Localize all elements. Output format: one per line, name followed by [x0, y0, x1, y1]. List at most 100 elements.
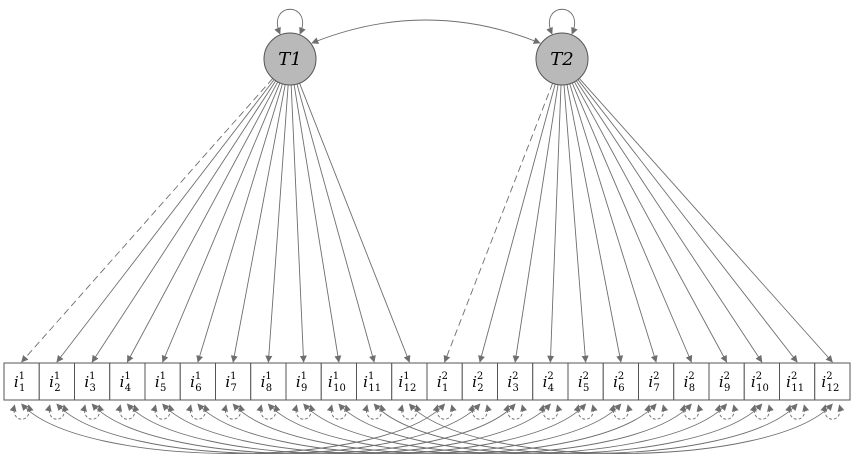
item-residual-variance [221, 404, 246, 420]
loading-path [566, 84, 624, 363]
loading-path [293, 84, 342, 363]
latent-t2: T2 [535, 9, 589, 86]
residual-covariance-arc [21, 403, 446, 454]
item-residual-variance [432, 404, 457, 420]
item-rect [532, 362, 569, 401]
loading-path [161, 82, 281, 363]
item-rect [814, 362, 851, 401]
item-residual-variance [44, 404, 69, 420]
loading-path [196, 83, 283, 363]
item-rect [602, 362, 639, 401]
loading-path [571, 82, 693, 363]
latent-variables: T1 T2 [263, 9, 589, 86]
item-residual-variance [679, 404, 704, 420]
latent-label: T1 [278, 49, 301, 70]
loading-path [126, 81, 279, 363]
item-rect [285, 362, 322, 401]
item-residual-variance [538, 404, 563, 420]
item-rect [144, 362, 181, 401]
item-residual-variance [785, 404, 810, 420]
item-residual-variance [644, 404, 669, 420]
latent-circle [535, 32, 589, 86]
latent-covariance [311, 19, 541, 44]
item-residual-variance [820, 404, 845, 420]
item-rect [461, 362, 498, 401]
item-residual-variance [467, 404, 492, 420]
item-residual-variance [397, 404, 422, 420]
item-residual-variance [256, 404, 281, 420]
item-rect [426, 362, 463, 401]
item-rect [3, 362, 40, 401]
item-rect [391, 362, 428, 401]
item-residual-variance [714, 404, 739, 420]
item-rect [74, 362, 111, 401]
loading-path [91, 80, 277, 363]
loading-path [478, 83, 556, 363]
loading-path [512, 84, 559, 363]
item-residual-variance [749, 404, 774, 420]
latent-covariance-arc [311, 19, 541, 44]
item-rect [356, 362, 393, 401]
item-rect [779, 362, 816, 401]
loading-path [21, 78, 274, 363]
item-residual-variance [362, 404, 387, 420]
latent-label: T2 [550, 49, 573, 70]
loading-path [296, 83, 376, 363]
loading-path [577, 79, 798, 363]
loading-path [547, 84, 562, 363]
item-residual-variance [503, 404, 528, 420]
residual-covariances [9, 403, 845, 454]
residual-covariance-arc [197, 403, 622, 454]
loading-path [443, 83, 554, 363]
item-rect [638, 362, 675, 401]
latent-t1: T1 [263, 9, 317, 86]
residual-covariance-arc [91, 403, 516, 454]
loading-path [563, 84, 589, 363]
item-residual-variance [573, 404, 598, 420]
latent-variance-loop [546, 9, 578, 35]
item-residual-variance [80, 404, 105, 420]
residual-covariance-arc [373, 403, 798, 454]
residual-covariance-arc [267, 403, 692, 454]
residual-covariance-arc [408, 403, 833, 454]
loading-path [569, 83, 658, 363]
item-residual-variance [185, 404, 210, 420]
loading-path [574, 81, 728, 363]
latent-variance-loop [274, 9, 306, 35]
residual-covariance-arc [126, 403, 551, 454]
residual-covariance-arc [56, 403, 481, 454]
